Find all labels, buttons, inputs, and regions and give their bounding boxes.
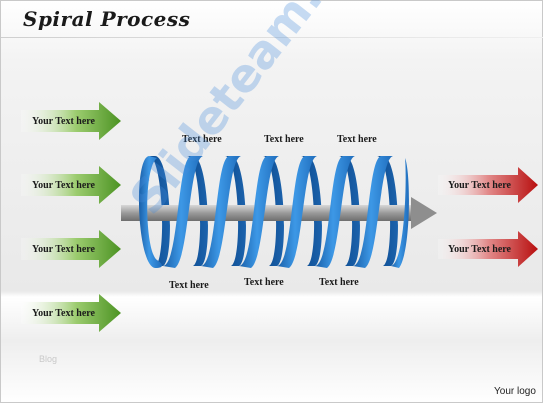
coil-bottom-label-3: Text here [319, 277, 359, 288]
green-arrow-icon [21, 166, 121, 204]
left-arrow-1: Your Text here [21, 102, 121, 140]
title-divider [1, 37, 543, 38]
right-arrow-2: Your Text here [438, 231, 538, 267]
spiral-coil-graphic [121, 156, 437, 268]
left-arrow-3-label: Your Text here [32, 243, 95, 255]
right-arrow-1-label: Your Text here [448, 179, 511, 191]
coil-top-label-3: Text here [337, 134, 377, 145]
left-arrow-2-label: Your Text here [32, 179, 95, 191]
faint-tag: Blog [39, 354, 58, 364]
coil-top-label-2: Text here [264, 134, 304, 145]
left-arrow-1-label: Your Text here [32, 115, 95, 127]
left-arrow-2: Your Text here [21, 166, 121, 204]
coil-bottom-label-2: Text here [244, 277, 284, 288]
left-arrow-3: Your Text here [21, 230, 121, 268]
coil-bottom-label-1: Text here [169, 280, 209, 291]
slide-title: Spiral Process [23, 7, 191, 31]
right-arrow-1: Your Text here [438, 167, 538, 203]
green-arrow-icon [21, 294, 121, 332]
left-arrow-4-label: Your Text here [32, 307, 95, 319]
left-arrow-4: Your Text here [21, 294, 121, 332]
coil-front-turns [138, 156, 409, 268]
red-arrow-icon [438, 167, 538, 203]
coil-back-turns [149, 156, 398, 266]
coil-top-label-1: Text here [182, 134, 222, 145]
green-arrow-icon [21, 102, 121, 140]
logo-placeholder: Your logo [494, 386, 536, 397]
right-arrow-2-label: Your Text here [448, 243, 511, 255]
green-arrow-icon [21, 230, 121, 268]
red-arrow-icon [438, 231, 538, 267]
